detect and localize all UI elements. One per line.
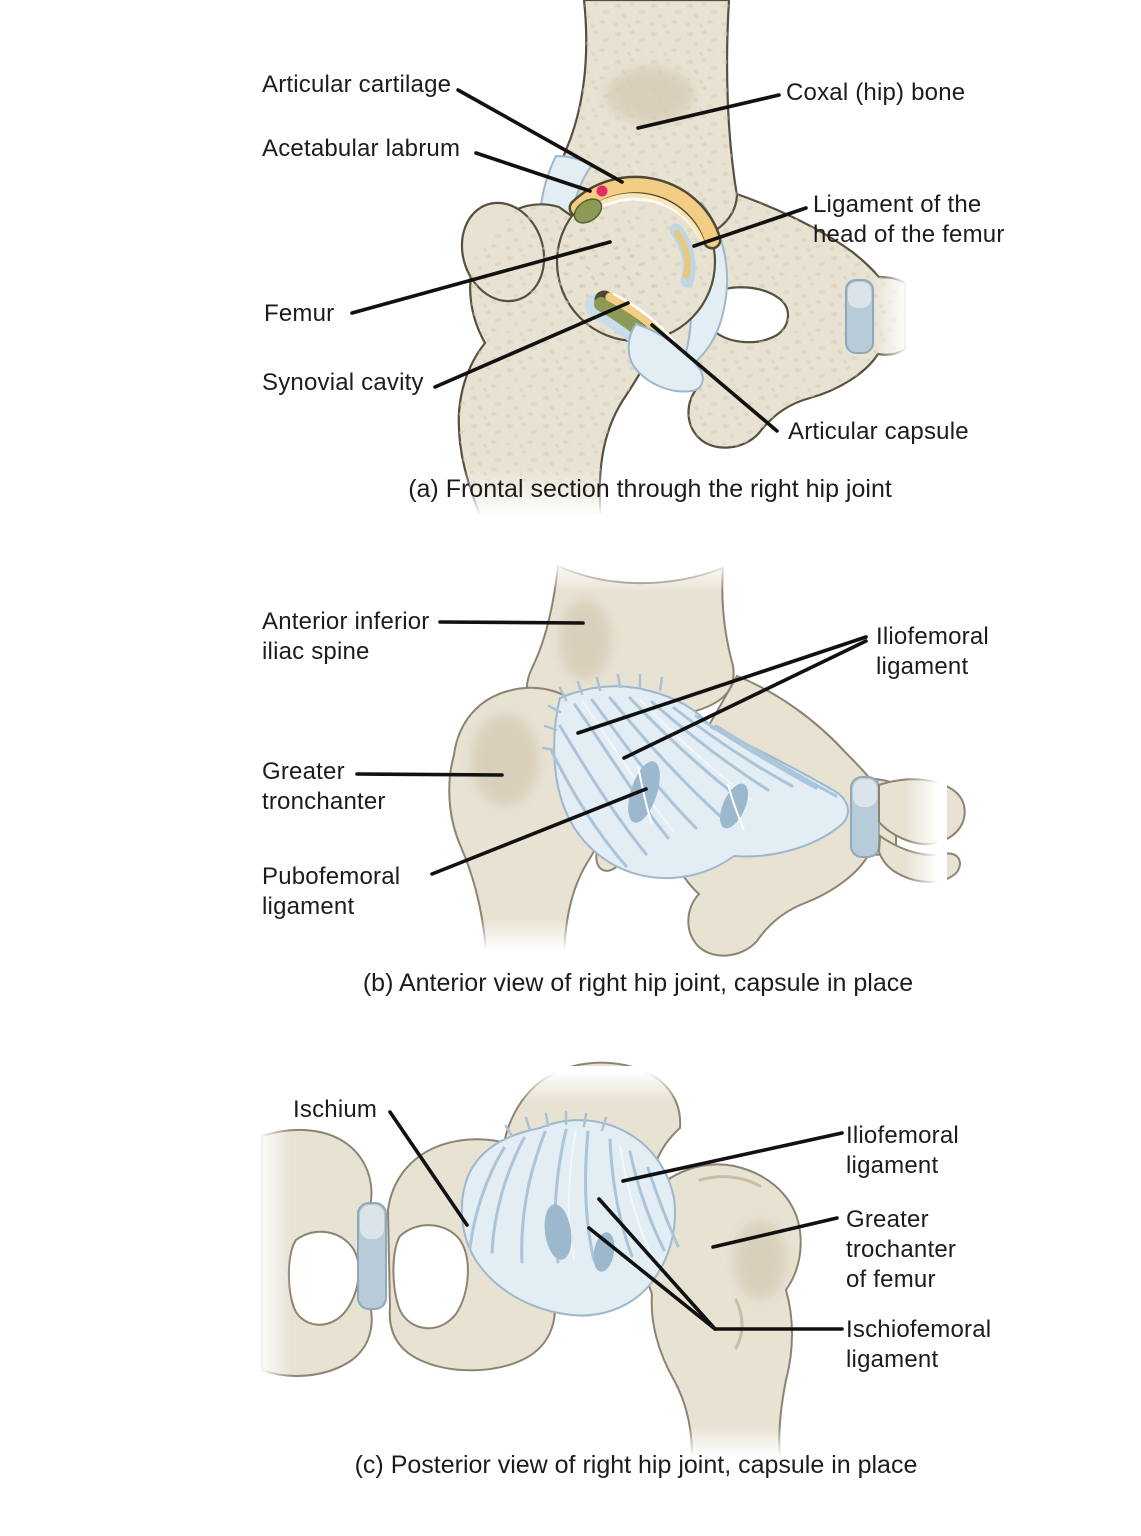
leader-iliofemoral-ligament-1 [576,635,868,735]
label-coxal-bone: Coxal (hip) bone [786,79,966,106]
panel-a-illustration [350,0,916,528]
labrum-marker-dot [596,185,608,197]
label-articular-cartilage: Articular cartilage [262,71,452,98]
iliac-spine-shading [559,600,611,680]
label-acetabular-labrum: Acetabular labrum [262,135,461,162]
fan-frill-edge [504,1110,608,1138]
panel-c-leader-lines [388,1110,844,1331]
pubic-symphysis-highlight [848,282,871,308]
panel-c-illustration [250,1061,844,1464]
pubic-symphysis-highlight [360,1205,384,1239]
cartilage-highlight [612,292,676,343]
fiber-shadow [544,1204,572,1260]
bone-texture [458,204,663,521]
leader-pubofemoral-ligament [430,787,648,876]
leader-ligament-head-femur [692,206,808,248]
bone-fade [250,1120,292,1390]
bone-fade [905,762,947,892]
label-ischiofemoral-ligament: Ischiofemoral ligament [846,1316,992,1373]
leader-ischium [388,1110,469,1227]
caption-panel-a: (a) Frontal section through the right hi… [408,475,892,503]
label-articular-capsule: Articular capsule [788,418,969,445]
caption-panel-b: (b) Anterior view of right hip joint, ca… [362,969,914,997]
bone-fade [874,262,916,368]
greater-trochanter-shading [471,714,539,806]
bone-fade [448,918,623,958]
leader-acetabular-labrum [474,151,592,193]
fiber-highlight [727,783,745,831]
panel-b-illustration [355,556,966,958]
leader-synovial-cavity [433,301,630,389]
ligament-head-femur [674,230,691,279]
leader-coxal-bone [636,93,781,130]
label-ischium: Ischium [293,1096,378,1123]
pubic-symphysis-highlight [853,779,877,807]
label-ligament-head-femur: Ligament of the head of the femur [813,191,1005,248]
leader-articular-cartilage [456,88,624,184]
bone-fade [515,556,750,592]
label-synovial-cavity: Synovial cavity [262,369,424,396]
leader-anterior-inferior-iliac-spine [438,620,585,625]
trochanter-ridge [698,1175,762,1188]
leader-ischiofemoral-branch-1 [597,1197,717,1331]
leader-articular-capsule [650,323,779,433]
fiber-highlight [637,765,653,825]
label-iliofemoral-ligament-c: Iliofemoral ligament [846,1122,959,1179]
ligament-fibers [550,696,838,868]
label-pubofemoral-ligament: Pubofemoral ligament [262,863,401,920]
articular-cartilage-upper [571,178,719,247]
leader-iliofemoral-ligament-2 [622,639,868,760]
label-greater-tronchanter: Greater tronchanter [262,758,386,815]
label-femur: Femur [264,300,335,327]
caption-panel-c: (c) Posterior view of right hip joint, c… [354,1451,918,1479]
leader-greater-tronchanter [355,772,504,777]
femur-ridge [734,1298,744,1350]
leader-femur [350,240,612,315]
panel-a-leader-lines [350,88,808,433]
label-greater-trochanter-of-femur: Greater trochanter of femur [846,1206,957,1293]
bone-shading [606,67,694,123]
panel-b-leader-lines [355,620,868,876]
fan-frill-edge [541,673,664,752]
leader-greater-trochanter [711,1216,839,1249]
label-anterior-inferior-iliac-spine: Anterior inferior iliac spine [262,608,430,665]
label-iliofemoral-ligament-b: Iliofemoral ligament [876,623,989,680]
leader-ischiofemoral-branch-2 [587,1226,717,1331]
acetabular-labrum-upper [573,198,603,224]
leader-iliofemoral-ligament [621,1131,844,1183]
bone-fade [440,468,650,528]
bone-fade [658,1426,810,1464]
bone-fade [495,1066,695,1102]
